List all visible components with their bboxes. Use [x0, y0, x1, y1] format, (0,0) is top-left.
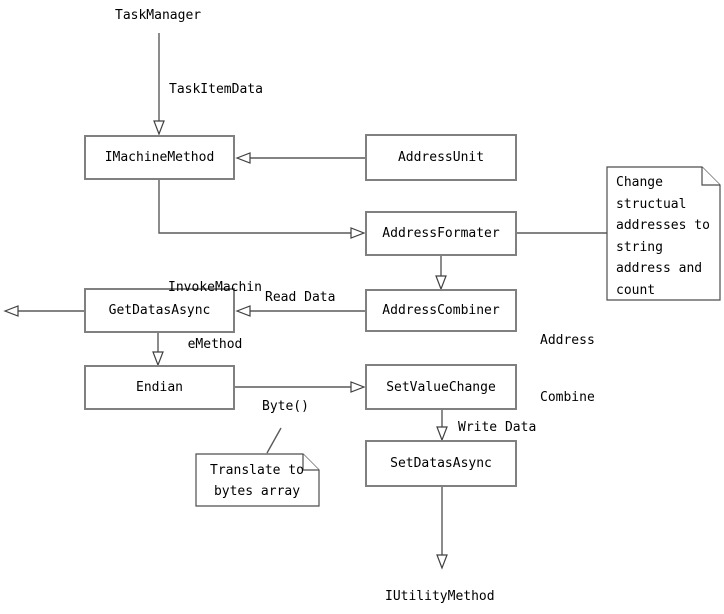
note-text-translate-bytes: Translate to bytes array — [198, 460, 316, 502]
note-translate-line2: bytes array — [213, 484, 301, 499]
node-addressformater: AddressFormater — [365, 211, 517, 256]
note-change-line5: address and — [616, 261, 703, 276]
edge-label-byte: Byte() — [262, 399, 309, 414]
edge-imachinemethod-addressformater — [158, 180, 351, 234]
edge-label-invokemachinemethod-line1: InvokeMachin — [168, 280, 262, 295]
note-shape-change-structural — [606, 166, 721, 301]
edge-label-readdata: Read Data — [265, 290, 336, 305]
arrowhead-into-getdatasasync-right — [235, 305, 251, 317]
note-change-line6: count — [616, 282, 656, 298]
label-taskmanager: TaskManager — [115, 8, 202, 23]
edge-label-invokemachinemethod-line2: eMethod — [187, 337, 243, 352]
edge-label-invokemachinemethod: InvokeMachin eMethod — [162, 240, 268, 392]
node-setvaluechange: SetValueChange — [365, 364, 517, 410]
arrowhead-into-setdatasasync — [436, 426, 448, 442]
arrowhead-into-imachinemethod-right — [235, 152, 251, 164]
arrowhead-out-left — [3, 305, 19, 317]
note-fold-change-structural — [701, 167, 720, 186]
label-iutilitymethod: IUtilityMethod — [385, 589, 495, 604]
node-setdatasasync: SetDatasAsync — [365, 440, 517, 487]
note-change-line1: Change — [616, 175, 663, 190]
note-translate-line1: Translate to — [210, 463, 304, 478]
node-endian: Endian — [84, 365, 235, 410]
note-change-line2: structual — [616, 196, 687, 212]
node-getdatasasync: GetDatasAsync — [84, 288, 235, 333]
edge-label-addresscombine: Address Combine — [540, 293, 595, 445]
edge-label-addresscombine-line1: Address — [540, 333, 595, 348]
note-fold-translate-bytes — [302, 454, 319, 471]
edge-label-taskitemdata: TaskItemData — [169, 82, 263, 97]
note-change-line3: addresses to — [616, 218, 710, 233]
arrowhead-into-endian — [152, 351, 164, 367]
arrowhead-into-iutilitymethod — [436, 554, 448, 570]
node-addressunit: AddressUnit — [365, 134, 517, 181]
leader-translate-note — [266, 427, 282, 454]
note-shape-translate-bytes — [195, 453, 320, 507]
note-change-line4: string — [616, 239, 663, 255]
node-imachinemethod: IMachineMethod — [84, 135, 235, 180]
note-text-change-structural: Change structual addresses to string add… — [616, 172, 716, 301]
arrowhead-into-imachinemethod-top — [153, 120, 165, 136]
node-addresscombiner: AddressCombiner — [365, 289, 517, 332]
arrowhead-into-addresscombiner — [435, 275, 447, 291]
arrowhead-into-setvaluechange — [350, 381, 366, 393]
edge-label-addresscombine-line2: Combine — [540, 390, 595, 405]
edge-label-writedata: Write Data — [458, 420, 537, 435]
arrowhead-into-addressformater — [350, 227, 366, 239]
